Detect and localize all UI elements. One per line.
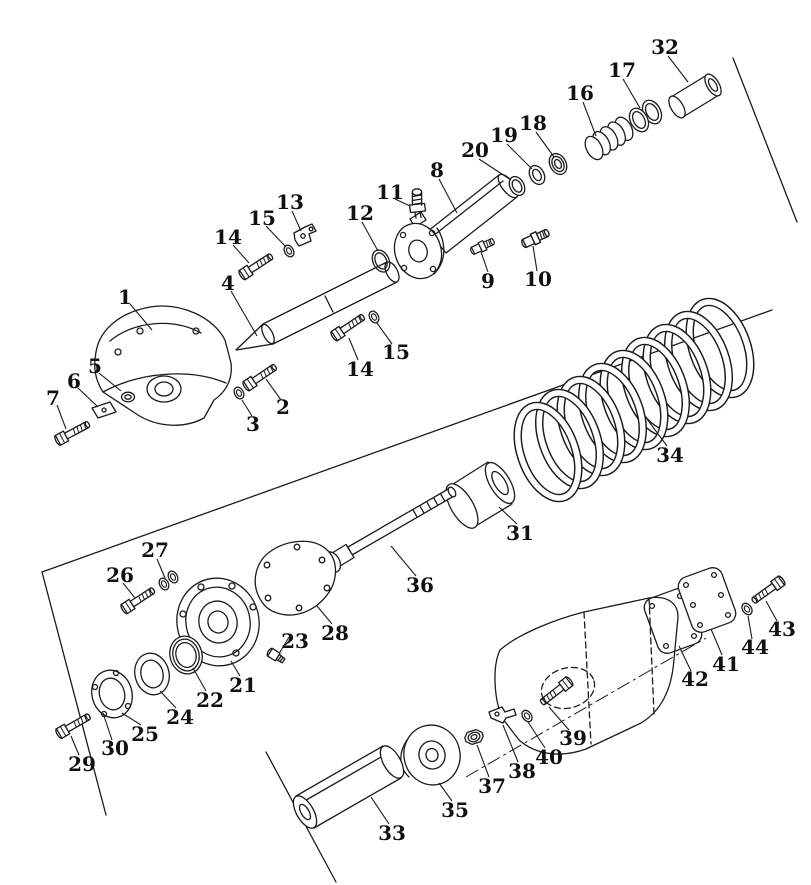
part-label-20: 20 [461,138,489,162]
part-label-6: 6 [67,369,81,393]
part-label-24: 24 [166,705,194,729]
cylinder-flange [393,222,445,280]
part-23-plug [266,647,286,664]
part-35-wheel [400,724,461,786]
part-label-44: 44 [741,635,769,659]
part-18-seal [548,152,568,176]
part-label-15-2: 15 [382,340,410,364]
part-28-gasket [254,540,337,616]
part-13-clamp [293,223,317,247]
part-12-o-ring [371,249,391,273]
part-label-33: 33 [378,821,406,845]
part-16-spring [584,116,634,161]
part-label-42: 42 [681,667,709,691]
part-label-19: 19 [490,123,518,147]
part-label-38: 38 [508,759,536,783]
part-label-17: 17 [608,58,636,82]
part-label-14: 14 [214,225,242,249]
part-label-12: 12 [346,201,374,225]
part-label-23: 23 [281,629,309,653]
part-label-36: 36 [406,573,434,597]
part-22-seal-ring [169,635,203,675]
part-label-29: 29 [68,752,96,776]
part-33-roller [292,745,405,829]
part-label-3: 3 [246,412,260,436]
part-label-28: 28 [321,621,349,645]
part-label-35: 35 [441,798,469,822]
part-label-16: 16 [566,81,594,105]
part-label-5: 5 [88,354,102,378]
part-label-18: 18 [519,111,547,135]
part-label-4: 4 [221,271,235,295]
part-label-34: 34 [656,443,684,467]
part-17-rings [628,99,663,133]
part-label-25: 25 [131,722,159,746]
part-label-43: 43 [768,617,796,641]
part-label-15: 15 [248,206,276,230]
part-label-32: 32 [651,35,679,59]
part-label-9: 9 [481,269,495,293]
part-41-cover [677,567,737,633]
part-20-ring [508,175,526,197]
part-label-26: 26 [106,563,134,587]
part-32-sleeve [668,73,722,119]
part-label-22: 22 [196,688,224,712]
part-25-plate [91,669,133,719]
part-label-31: 31 [506,521,534,545]
part-label-10: 10 [524,267,552,291]
part-label-8: 8 [430,158,444,182]
part-label-14-2: 14 [346,357,374,381]
part-label-2: 2 [276,395,290,419]
part-5-washer [120,391,136,403]
part-label-41: 41 [712,652,740,676]
part-11-valve [408,188,427,219]
part-label-11: 11 [376,180,404,204]
part-34-recoil-spring [513,297,755,503]
part-label-39: 39 [559,726,587,750]
part-6-plate [91,401,117,419]
part-24-ring [134,652,170,696]
part-label-1: 1 [118,285,132,309]
part-label-13: 13 [276,190,304,214]
part-label-21: 21 [229,673,257,697]
leader-lines [56,55,778,825]
part-label-7: 7 [46,386,60,410]
part-label-30: 30 [101,736,129,760]
part-37-nut [464,728,484,746]
part-19-washer [528,164,546,186]
part-label-37: 37 [478,774,506,798]
part-label-40: 40 [535,745,563,769]
part-38-clamp [488,706,517,724]
part-label-27: 27 [141,538,169,562]
